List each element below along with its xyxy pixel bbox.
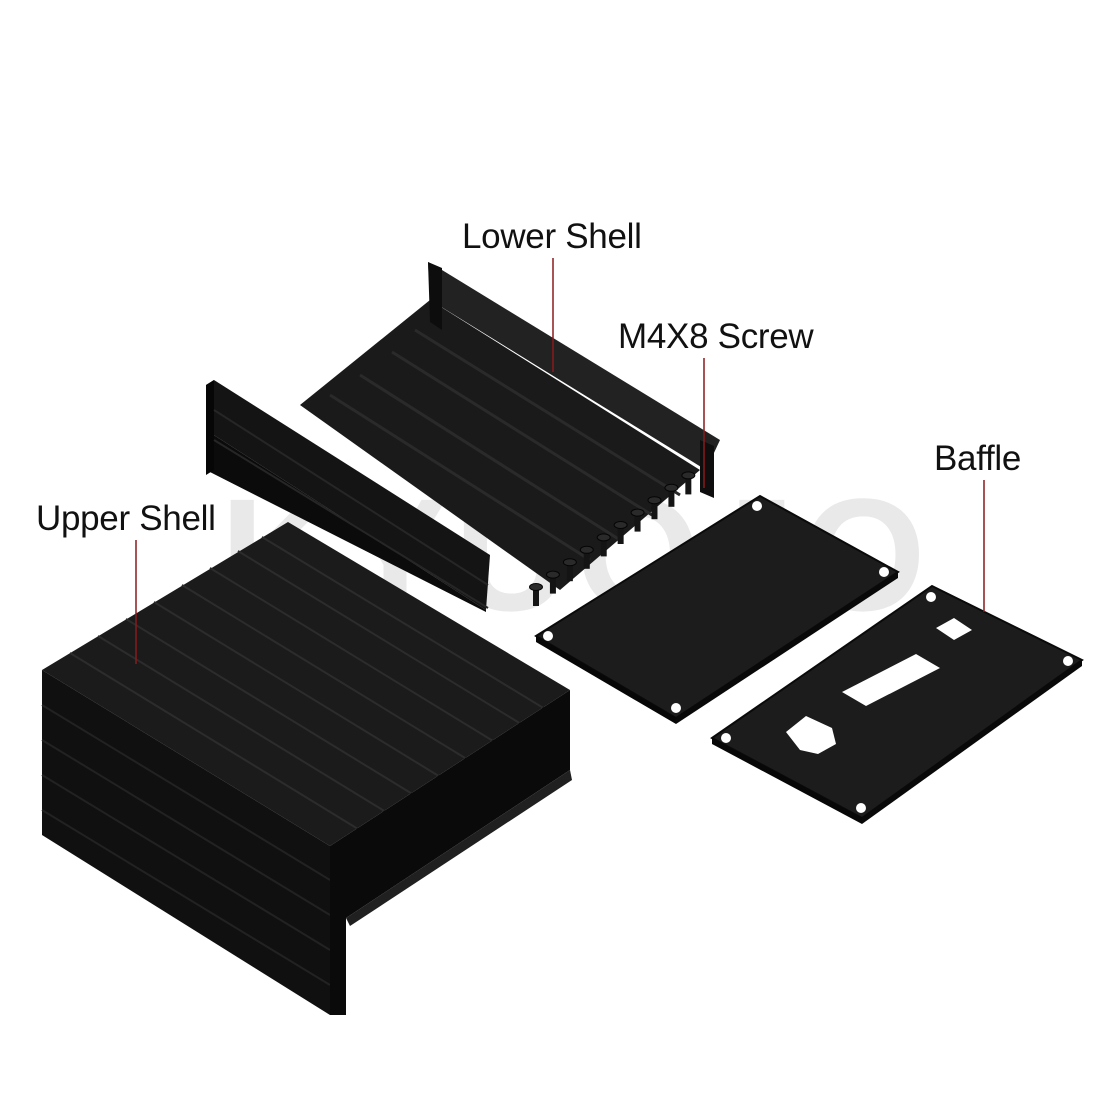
baffle <box>710 584 1084 824</box>
label-m4x8-screw: M4X8 Screw <box>618 317 814 356</box>
lower-shell <box>206 262 720 612</box>
callout-upper-shell: Upper Shell <box>36 499 216 664</box>
callout-lower-shell: Lower Shell <box>462 217 642 372</box>
callout-baffle: Baffle <box>934 439 1021 612</box>
label-lower-shell: Lower Shell <box>462 217 642 256</box>
upper-shell <box>41 522 572 1015</box>
screw <box>664 483 679 507</box>
baffle-socket-cutout <box>786 716 836 754</box>
label-baffle: Baffle <box>934 439 1021 478</box>
screw <box>562 558 577 582</box>
label-upper-shell: Upper Shell <box>36 499 216 538</box>
callout-m4x8-screw: M4X8 Screw <box>618 317 815 488</box>
screw <box>681 471 696 495</box>
screw <box>529 583 543 606</box>
cover-plate <box>534 494 900 724</box>
screw <box>596 533 611 557</box>
baffle-square-cutout <box>936 618 972 640</box>
screw <box>579 545 594 569</box>
screw <box>613 521 628 544</box>
baffle-slot-cutout <box>842 654 940 706</box>
m4x8-screw-set <box>529 471 696 606</box>
screw <box>545 570 560 594</box>
screw <box>630 508 645 532</box>
screw <box>647 496 662 520</box>
